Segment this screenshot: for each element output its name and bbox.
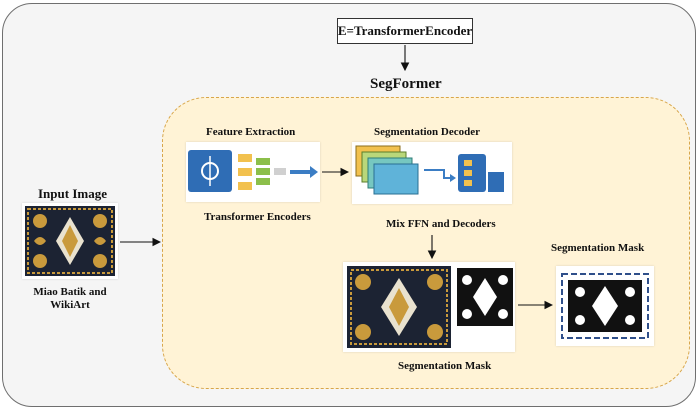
decoder-diagram (352, 142, 512, 204)
input-image-title: Input Image (38, 186, 107, 201)
mask-pair-caption: Segmentation Mask (398, 360, 492, 372)
input-caption-line2: WikiArt (50, 299, 90, 311)
segmentation-mask-image (561, 273, 649, 339)
final-mask-panel (556, 266, 654, 346)
encoder-definition-box: E=TransformerEncoder (337, 18, 473, 44)
feature-extraction-caption: Transformer Encoders (204, 211, 311, 223)
input-batik-image (22, 203, 118, 279)
segformer-title: SegFormer (370, 76, 442, 92)
mask-pair-panel (343, 262, 515, 352)
transformer-encoder-icon (188, 150, 318, 192)
decoder-stack-icon (355, 145, 504, 195)
decoder-title: Segmentation Decoder (374, 126, 481, 138)
batik-and-mask-images (347, 266, 513, 348)
feature-extraction-title: Feature Extraction (206, 126, 296, 138)
batik-pattern-icon (25, 206, 115, 276)
decoder-caption: Mix FFN and Decoders (386, 218, 496, 230)
encoder-definition-label: E=TransformerEncoder (337, 23, 473, 38)
input-caption-line1: Miao Batik and (33, 286, 107, 298)
final-mask-title: Segmentation Mask (551, 242, 645, 254)
feature-extraction-diagram (186, 142, 320, 202)
